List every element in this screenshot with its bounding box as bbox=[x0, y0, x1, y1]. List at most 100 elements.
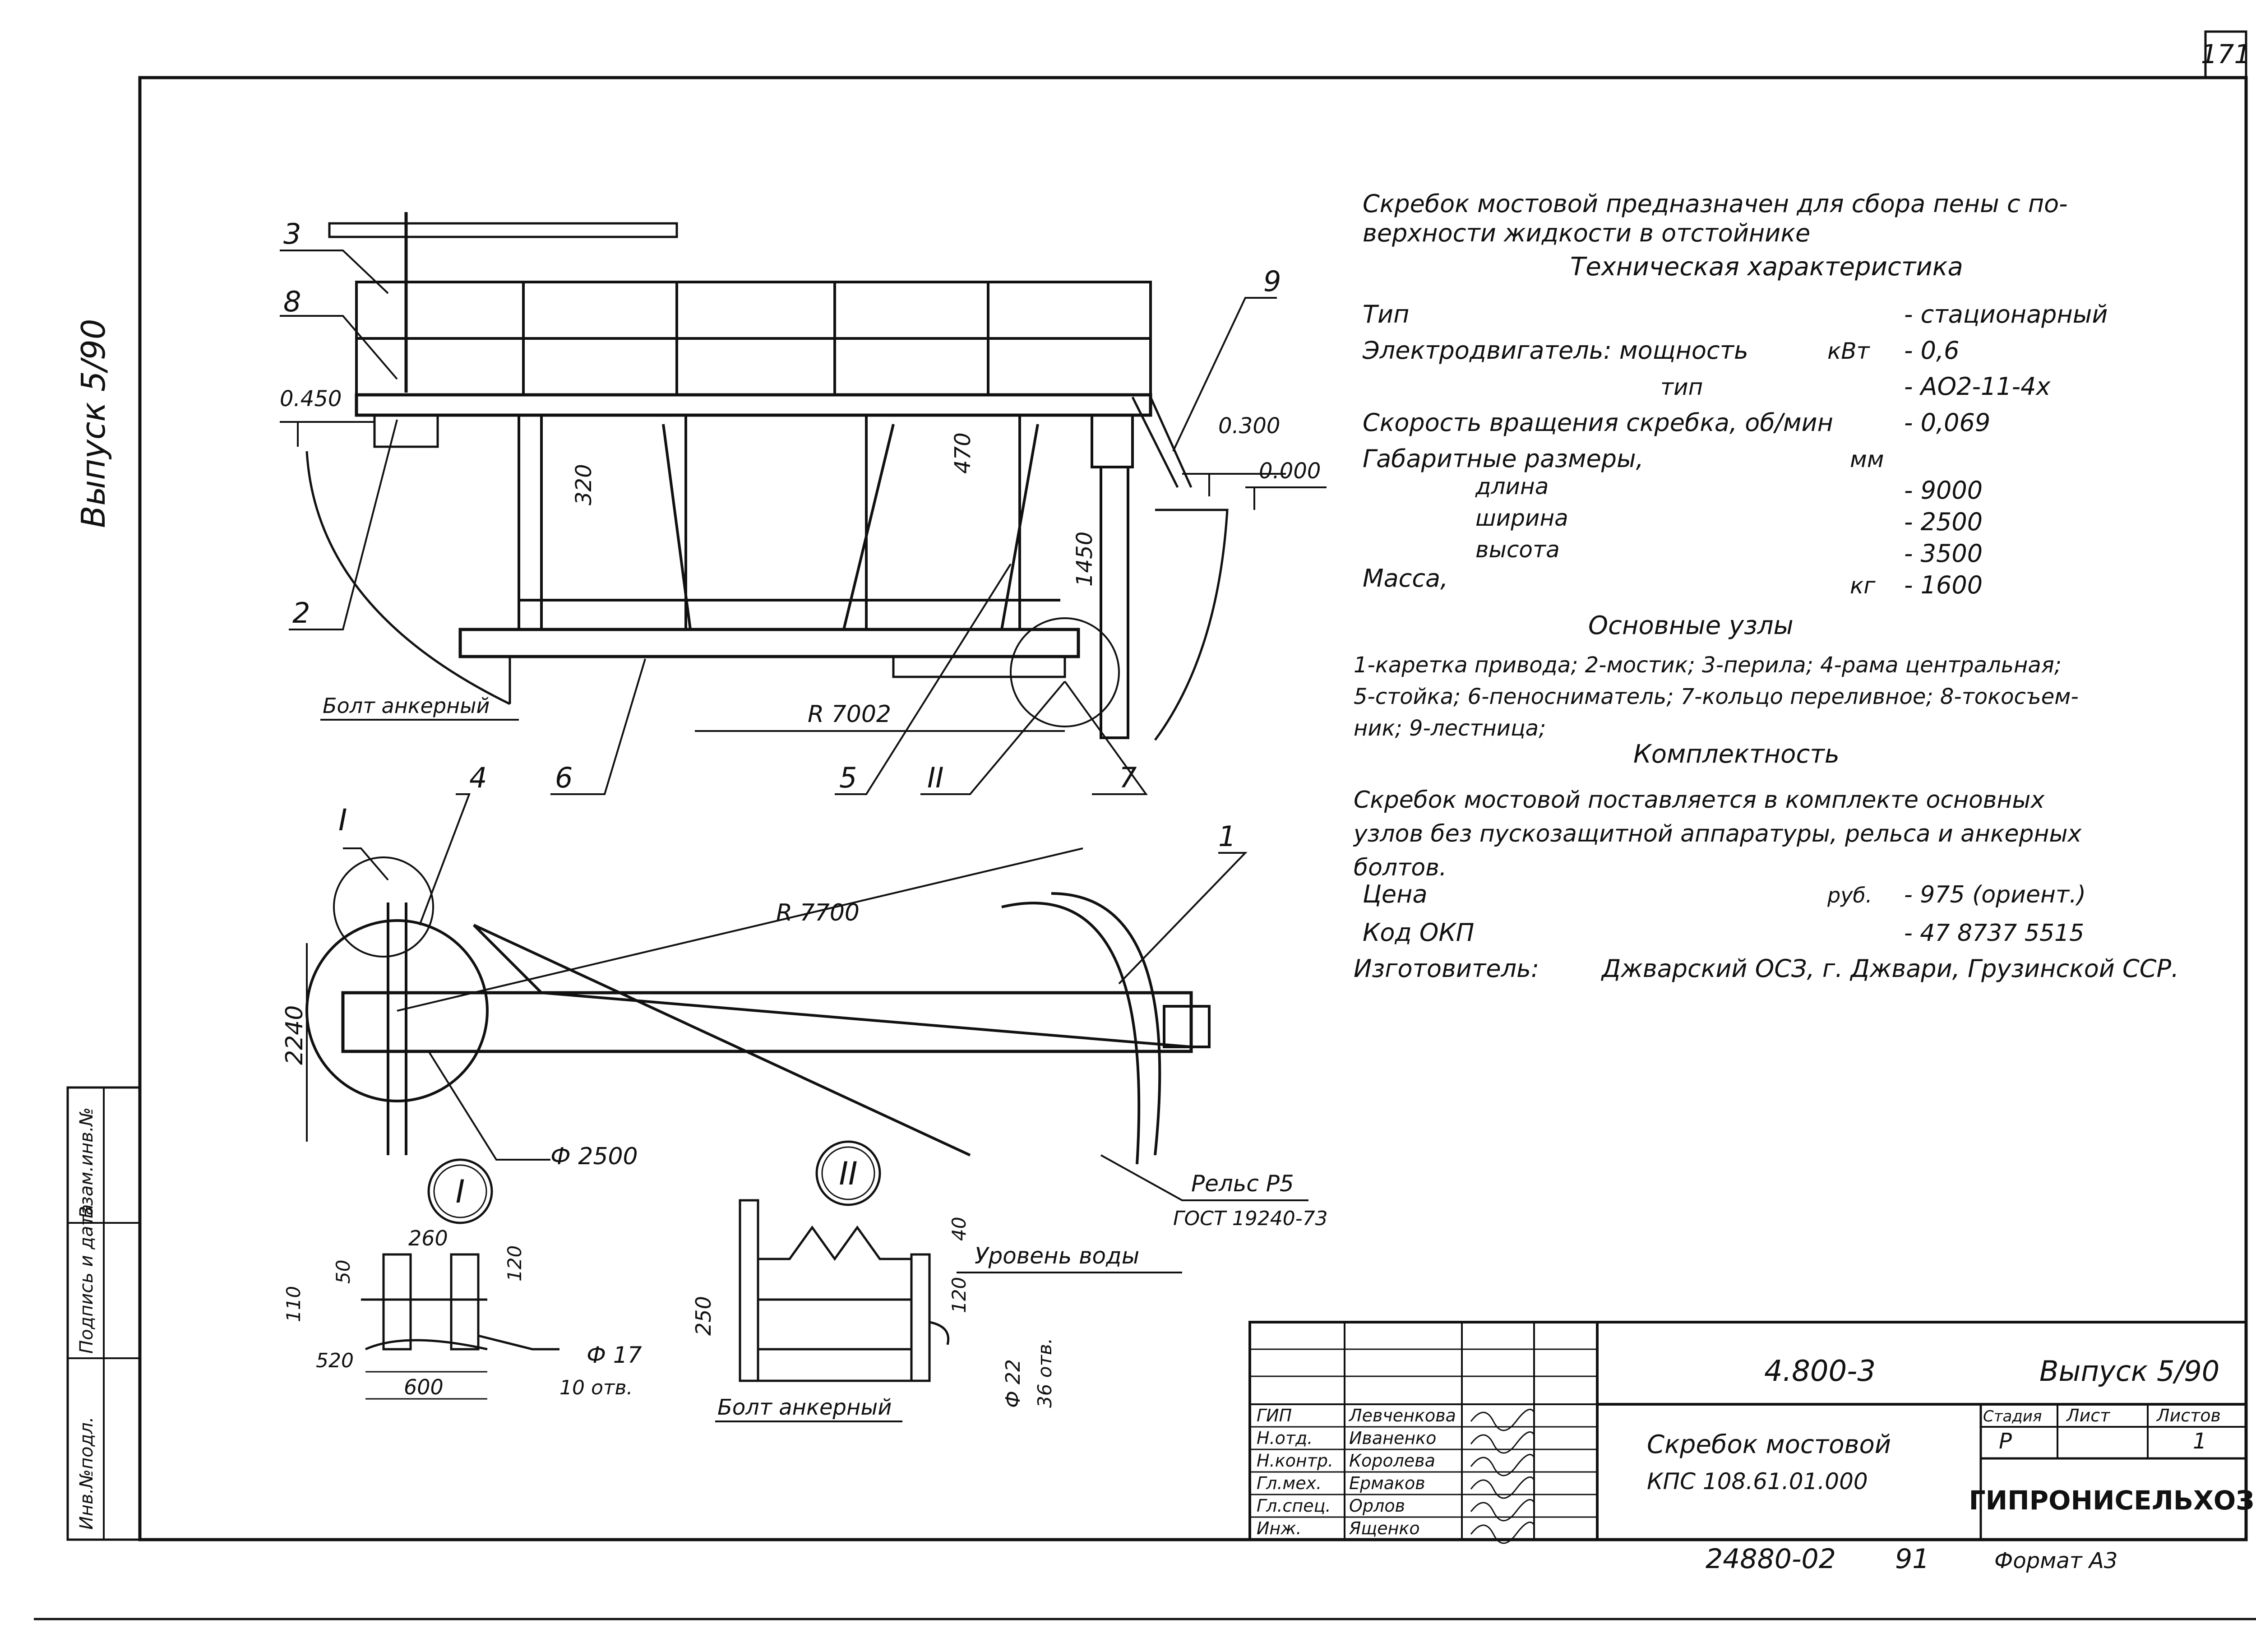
stub-label-replace: Взам.инв.№ bbox=[76, 1107, 97, 1218]
detail-label-ii: II bbox=[839, 1155, 857, 1192]
spec-row-height-value: - 3500 bbox=[1904, 539, 1983, 568]
dim-250: 250 bbox=[691, 1296, 716, 1336]
role-label: Гл.спец. bbox=[1257, 1496, 1331, 1516]
price-value: - 975 (ориент.) bbox=[1904, 881, 2086, 908]
spec-row-mass-label: Масса, bbox=[1363, 564, 1448, 592]
callout-7: 7 bbox=[1119, 761, 1137, 794]
title-roles: ГИП Левченкова Н.отд. Иваненко Н.контр. … bbox=[1257, 1406, 1456, 1538]
dim-50: 50 bbox=[332, 1260, 354, 1284]
spec-row-mass-value: - 1600 bbox=[1904, 571, 1983, 599]
dim-2240: 2240 bbox=[281, 1005, 308, 1065]
spec-row-power-unit: кВт bbox=[1827, 338, 1871, 364]
role-label: Н.отд. bbox=[1257, 1428, 1313, 1448]
complete-line-3: болтов. bbox=[1354, 854, 1447, 881]
leader-rail bbox=[1100, 1154, 1308, 1201]
role-label: ГИП bbox=[1257, 1406, 1292, 1425]
title-stage: Р bbox=[1999, 1429, 2012, 1454]
leader-1 bbox=[1118, 852, 1248, 985]
dim-r7002: R 7002 bbox=[808, 701, 891, 728]
spec-row-mass-unit: кг bbox=[1850, 573, 1876, 599]
price-unit: руб. bbox=[1827, 883, 1872, 907]
spec-row-width-value: - 2500 bbox=[1904, 508, 1983, 536]
leader-4 bbox=[419, 793, 471, 925]
role-name: Королева bbox=[1349, 1451, 1435, 1471]
callout-6: 6 bbox=[555, 761, 573, 794]
role-name: Орлов bbox=[1349, 1496, 1405, 1516]
callout-4: 4 bbox=[469, 761, 487, 794]
side-issue-label: Выпуск 5/90 bbox=[74, 319, 112, 528]
spec-row-dims-unit: мм bbox=[1850, 446, 1884, 472]
title-stage-header: Стадия bbox=[1983, 1407, 2042, 1425]
detail-marker-ii-inner bbox=[821, 1146, 875, 1200]
title-issue: Выпуск 5/90 bbox=[2039, 1355, 2219, 1388]
dim-phi2500: Ф 2500 bbox=[550, 1143, 638, 1170]
detail-marker-i-inner bbox=[433, 1164, 487, 1218]
callout-9: 9 bbox=[1263, 265, 1281, 298]
spec-row-length-value: - 9000 bbox=[1904, 476, 1983, 504]
plan-view bbox=[305, 856, 1211, 1165]
spec-row-width-label: ширина bbox=[1475, 505, 1568, 531]
title-name-line-2: КПС 108.61.01.000 bbox=[1647, 1468, 1868, 1495]
detail-marker-i bbox=[427, 1158, 493, 1224]
dim-40: 40 bbox=[948, 1217, 970, 1241]
role-label: Инж. bbox=[1257, 1518, 1302, 1538]
level-0000: 0.000 bbox=[1259, 458, 1321, 484]
spec-row-type-value: - стационарный bbox=[1904, 300, 2108, 329]
spec-row-dims-label: Габаритные размеры, bbox=[1363, 444, 1644, 473]
callout-8: 8 bbox=[283, 285, 301, 318]
title-name-line-1: Скребок мостовой bbox=[1647, 1430, 1891, 1459]
spec-row-length-label: длина bbox=[1475, 473, 1549, 500]
role-name: Иваненко bbox=[1349, 1428, 1436, 1448]
label-anchor-bolt-2: Болт анкерный bbox=[717, 1395, 892, 1420]
title-org: ГИПРОНИСЕЛЬХОЗ bbox=[1969, 1485, 2255, 1516]
nodes-line-1: 1-каретка привода; 2-мостик; 3-перила; 4… bbox=[1354, 652, 2062, 678]
page-number: 171 bbox=[2201, 39, 2251, 69]
leader-phi2500 bbox=[428, 1050, 550, 1161]
label-rail: Рельс Р5 bbox=[1191, 1171, 1294, 1197]
signatures bbox=[1470, 1408, 1535, 1544]
dim-phi17: Ф 17 bbox=[587, 1342, 642, 1368]
callout-2: 2 bbox=[292, 597, 310, 629]
sheet-format: Формат А3 bbox=[1994, 1548, 2117, 1573]
callout-5: 5 bbox=[839, 761, 857, 794]
callout-roman-ii-top: II bbox=[927, 761, 944, 794]
level-0300: 0.300 bbox=[1218, 413, 1280, 439]
okp-label: Код ОКП bbox=[1363, 918, 1474, 947]
role-name: Ермаков bbox=[1349, 1473, 1425, 1493]
complete-title: Комплектность bbox=[1633, 740, 1840, 769]
label-rail-gost: ГОСТ 19240-73 bbox=[1173, 1207, 1328, 1230]
detail-ii-view bbox=[739, 1199, 1182, 1382]
okp-value: - 47 8737 5515 bbox=[1904, 920, 2084, 947]
dim-600: 600 bbox=[404, 1375, 444, 1399]
bottom-code: 24880-02 bbox=[1706, 1543, 1836, 1575]
callout-roman-i-plan: I bbox=[338, 803, 347, 838]
maker-value: Джварский ОСЗ, г. Джвари, Грузинской ССР… bbox=[1601, 954, 2179, 983]
role-label: Гл.мех. bbox=[1257, 1473, 1322, 1493]
dim-r7700: R 7700 bbox=[776, 899, 860, 926]
detail-label-i: I bbox=[456, 1173, 465, 1210]
level-marks bbox=[280, 421, 1327, 510]
spec-row-type-label: Тип bbox=[1363, 300, 1409, 329]
nodes-title: Основные узлы bbox=[1588, 611, 1794, 640]
role-name: Ященко bbox=[1349, 1518, 1420, 1538]
spec-row-height-label: высота bbox=[1475, 537, 1560, 563]
detail-marker-ii bbox=[815, 1140, 881, 1206]
bottom-number: 91 bbox=[1895, 1543, 1929, 1575]
spec-row-speed-label: Скорость вращения скребка, об/мин bbox=[1363, 408, 1833, 437]
callout-1: 1 bbox=[1218, 820, 1236, 853]
complete-line-2: узлов без пускозащитной аппаратуры, рель… bbox=[1353, 820, 2082, 847]
dim-phi22: Ф 22 bbox=[1002, 1359, 1025, 1408]
description-block: Скребок мостовой предназначен для сбора … bbox=[1353, 190, 2179, 983]
spec-row-power-value: - 0,6 bbox=[1904, 336, 1960, 365]
leader-roman-i bbox=[343, 847, 389, 881]
role-label: Н.контр. bbox=[1257, 1451, 1333, 1471]
dim-120-b: 120 bbox=[948, 1277, 970, 1313]
nodes-line-2: 5-стойка; 6-пеноснимат­ель; 7-кольцо пер… bbox=[1354, 684, 2079, 709]
desc-line-1: Скребок мостовой предназначен для сбора … bbox=[1363, 190, 2068, 218]
stub-label-inv: Инв.№подл. bbox=[76, 1416, 97, 1530]
label-holes-10: 10 отв. bbox=[559, 1376, 633, 1399]
price-label: Цена bbox=[1363, 880, 1428, 908]
callout-leaders bbox=[280, 250, 1277, 795]
title-sheets: 1 bbox=[2193, 1429, 2207, 1454]
